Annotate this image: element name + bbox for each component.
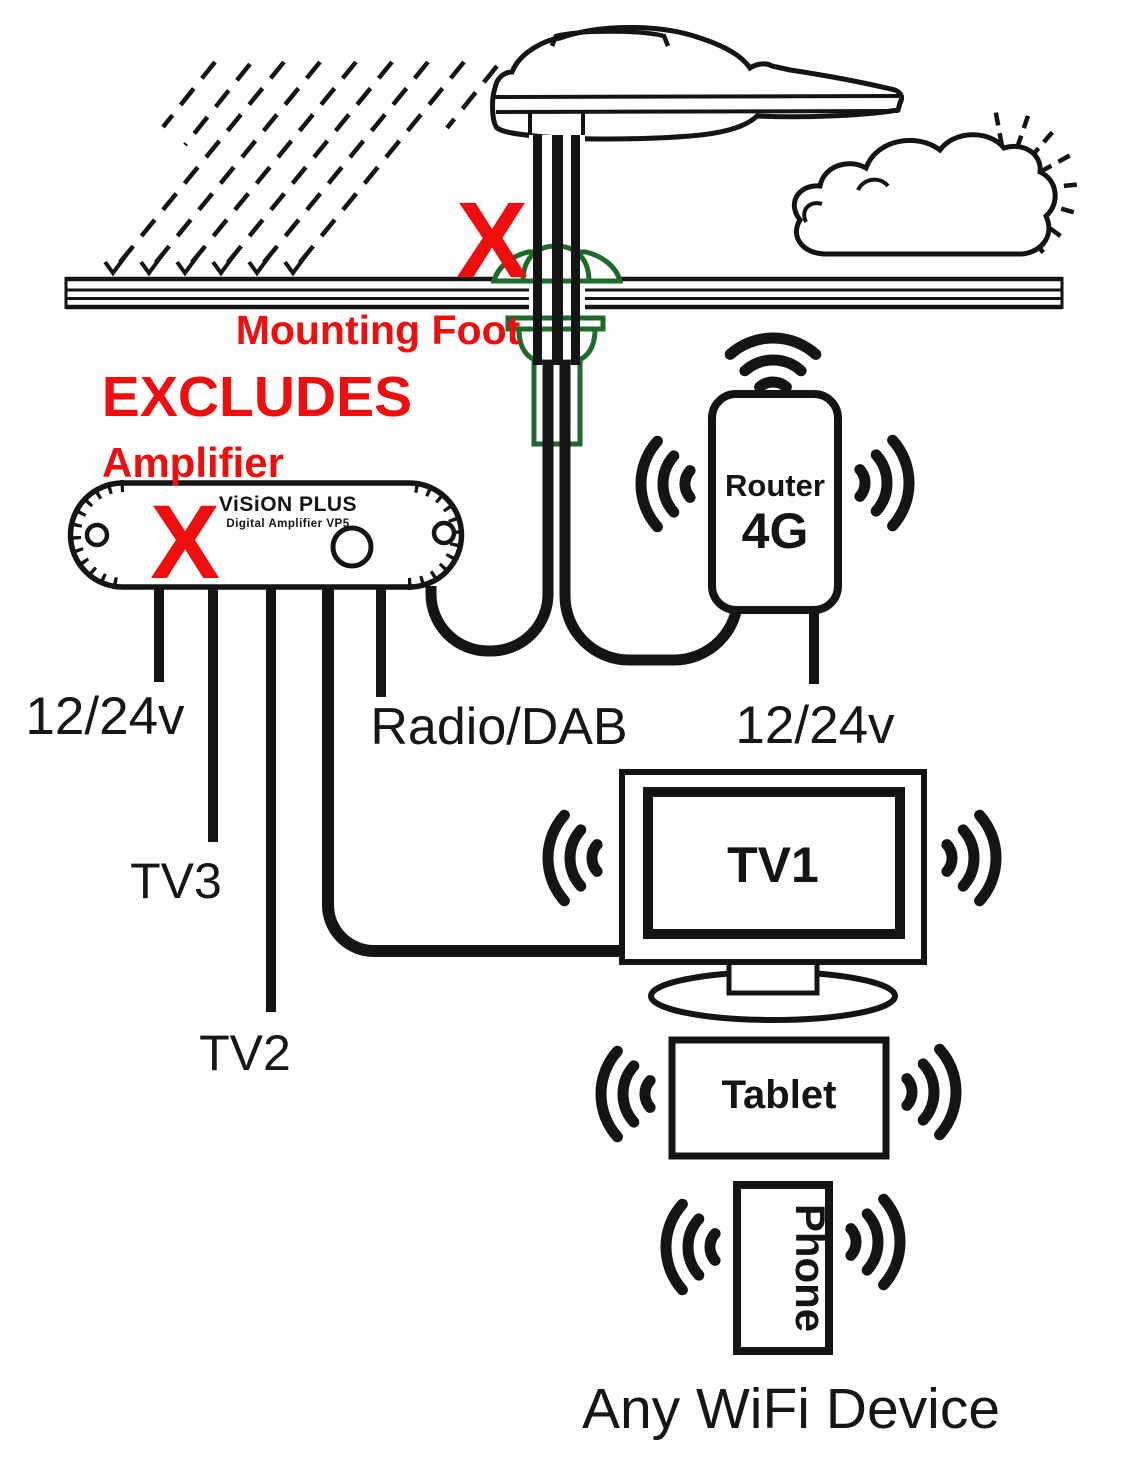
wifi-up-icon (730, 338, 816, 387)
port-labels: 12/24v TV3 TV2 Radio/DAB 12/24v (25, 687, 895, 1081)
antenna-head (490, 25, 905, 142)
tv1-device: TV1 (548, 769, 996, 1023)
exclusion-annotations: X Mounting Foot EXCLUDES Amplifier X (102, 179, 528, 601)
wifi-right-icon (947, 815, 996, 901)
wifi-left-icon (641, 441, 690, 527)
any-wifi-device-caption: Any WiFi Device (582, 1377, 1000, 1441)
tv1-stand (726, 959, 820, 996)
mast-x-mark: X (456, 179, 528, 300)
wifi-left-icon (666, 1204, 715, 1290)
amplifier-screw-right (431, 520, 457, 546)
router-power-label: 12/24v (735, 696, 895, 755)
wifi-right-icon (907, 1049, 956, 1135)
wifi-left-icon (548, 815, 597, 901)
radio-dab-label: Radio/DAB (370, 698, 627, 756)
phone-label: Phone (787, 1204, 834, 1332)
amplifier-box: ViSiON PLUS Digital Amplifier VP5 (67, 480, 465, 590)
tv3-label: TV3 (130, 853, 222, 909)
tablet-label: Tablet (722, 1073, 837, 1117)
router-tech: 4G (742, 503, 809, 559)
router-name: Router (725, 468, 825, 503)
mounting-foot-label: Mounting Foot (236, 307, 521, 353)
phone-device: Phone (666, 1181, 900, 1355)
tv1-label: TV1 (727, 837, 819, 893)
wifi-right-icon (860, 440, 909, 526)
mast (533, 135, 580, 365)
wifi-left-icon (601, 1051, 650, 1137)
cloud-icon (792, 132, 1058, 257)
wifi-right-icon (851, 1199, 900, 1285)
amplifier-cables (154, 586, 819, 1012)
router-box: Router 4G (641, 338, 909, 614)
tablet-device: Tablet (601, 1036, 956, 1160)
tv2-label: TV2 (199, 1025, 291, 1081)
amplifier-button (330, 525, 374, 569)
cable-tv1 (322, 586, 625, 957)
cable-antenna-to-amplifier (425, 360, 554, 657)
power-left-label: 12/24v (25, 687, 185, 746)
amplifier-model: Digital Amplifier VP5 (226, 518, 349, 530)
amplifier-screw-left (84, 522, 110, 548)
amplifier-brand: ViSiON PLUS (219, 493, 357, 516)
antenna-cables (425, 360, 744, 666)
amplifier-heading-label: Amplifier (102, 439, 284, 486)
rain-icon (103, 60, 499, 277)
amplifier-x-mark: X (150, 484, 220, 601)
excludes-label: EXCLUDES (102, 365, 412, 429)
cable-antenna-to-router (559, 360, 744, 666)
